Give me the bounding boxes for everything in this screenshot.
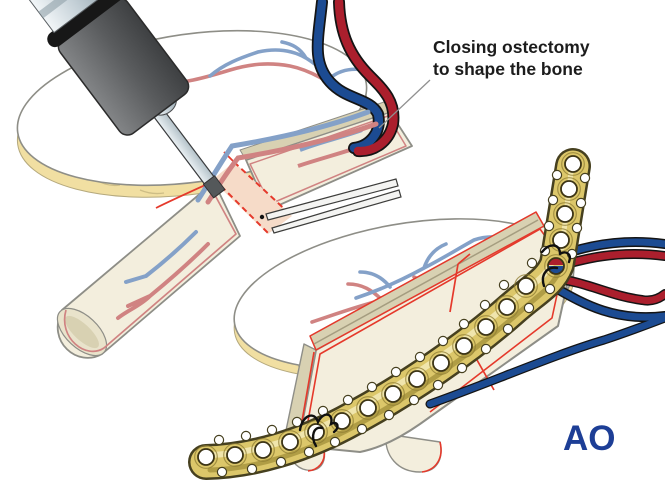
plate-holes [194, 152, 591, 478]
osteotomy-dashed-line [233, 161, 293, 217]
annotation-line-1: Closing ostectomy [433, 37, 590, 57]
wire-tie-left [298, 413, 339, 448]
wire-tie-bend [540, 244, 571, 288]
saw-collar-ring [47, 0, 124, 48]
annotation-line-2: to shape the bone [433, 58, 583, 79]
wire-ties [298, 244, 571, 448]
ao-logo: AO [563, 419, 616, 458]
power-saw [21, 0, 226, 199]
plate-hole-vessel-view [548, 258, 564, 274]
annotation-label: Closing ostectomy to shape the bone [433, 37, 633, 80]
wedge-apex-dot [259, 214, 265, 220]
plate-scallop-notches [213, 169, 591, 478]
leader-line [378, 79, 431, 129]
forceps [259, 178, 402, 234]
